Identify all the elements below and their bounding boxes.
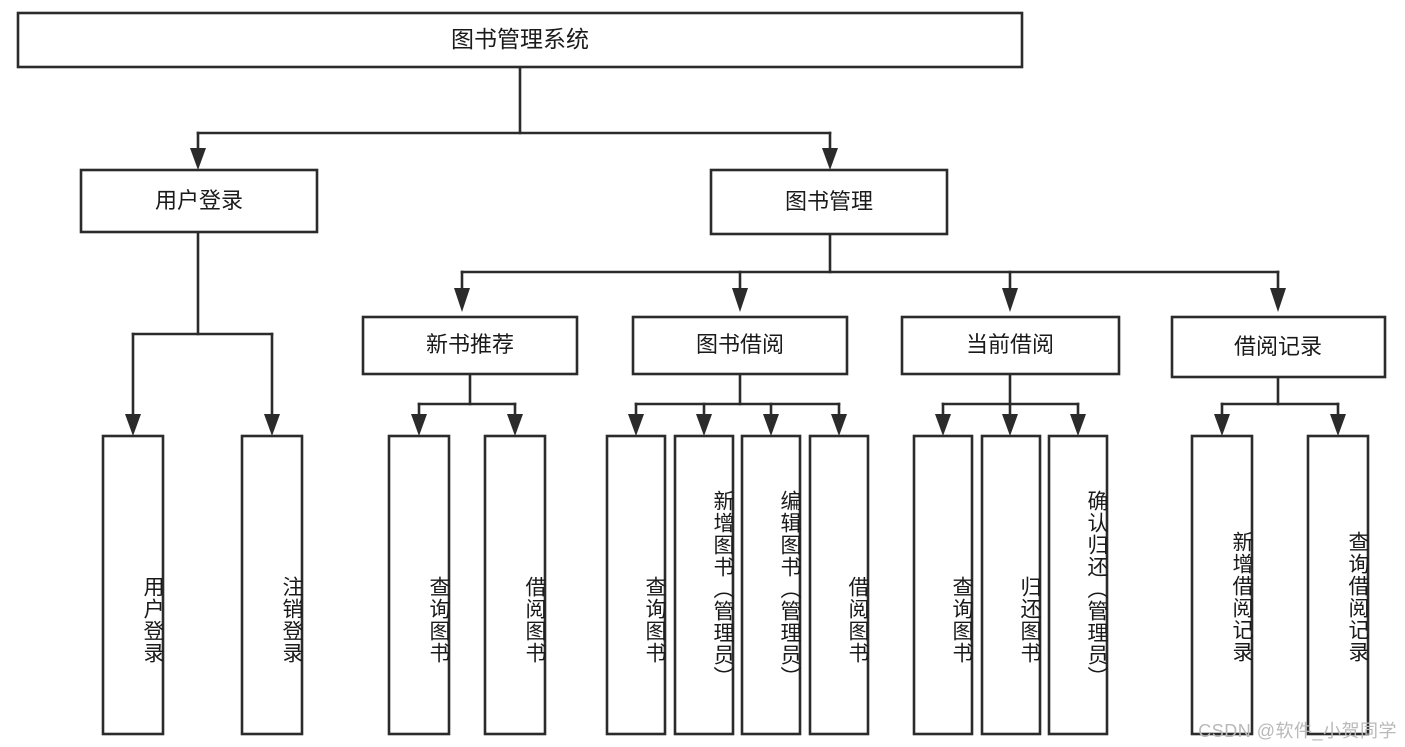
node-book-borrow[interactable]: 图书借阅 (631, 315, 849, 376)
leaf-box-nbr-2[interactable] (483, 434, 547, 736)
node-root[interactable]: 图书管理系统 (16, 11, 1024, 69)
node-user-login[interactable]: 用户登录 (79, 168, 319, 234)
connector-group-borrow-record (1214, 375, 1346, 436)
arrow-head-leaf-br-2 (1330, 414, 1346, 436)
arrow-head-new-book-recommend (454, 288, 470, 312)
node-book-management-box[interactable] (709, 168, 949, 236)
node-current-borrow-label: 当前借阅 (966, 332, 1054, 357)
arrow-head-leaf-bb-3 (763, 414, 779, 436)
leaf-box-bb-4[interactable] (808, 434, 870, 736)
node-root-label: 图书管理系统 (451, 26, 589, 52)
connector-group-book-borrow (628, 372, 847, 436)
arrow-head-user-login (190, 148, 206, 170)
arrow-head-leaf-bb-2 (696, 414, 712, 436)
node-book-borrow-label: 图书借阅 (696, 332, 784, 357)
node-user-login-box[interactable] (79, 168, 319, 234)
node-book-management[interactable]: 图书管理 (709, 168, 949, 236)
leaf-boxes-user-login (101, 434, 304, 736)
leaf-box-bb-1[interactable] (605, 434, 667, 736)
leaf-box-user-login-2[interactable] (240, 434, 304, 736)
arrow-head-borrow-record (1270, 288, 1286, 312)
node-borrow-record-box[interactable] (1170, 315, 1387, 379)
arrow-head-book-mgmt (822, 148, 838, 170)
node-current-borrow[interactable]: 当前借阅 (900, 315, 1121, 376)
node-user-login-label: 用户登录 (155, 188, 243, 213)
arrow-head-leaf-cb-2 (1002, 414, 1018, 436)
leaf-box-cb-2[interactable] (980, 434, 1042, 736)
leaf-boxes-new-book-recommend (387, 434, 547, 736)
leaf-box-user-login-1[interactable] (101, 434, 165, 736)
connector-group-new-book-recommend (411, 372, 523, 436)
node-current-borrow-box[interactable] (900, 315, 1121, 376)
leaf-boxes-current-borrow (912, 434, 1109, 736)
node-book-borrow-box[interactable] (631, 315, 849, 376)
leaf-box-cb-3[interactable] (1047, 434, 1109, 736)
arrow-head-leaf-user-login-1 (125, 414, 141, 436)
csdn-watermark: CSDN @软件_小贺同学 (1198, 721, 1397, 741)
arrow-head-book-borrow (732, 288, 748, 312)
node-new-book-recommend[interactable]: 新书推荐 (361, 315, 579, 376)
node-new-book-recommend-box[interactable] (361, 315, 579, 376)
connector-group-user-login (125, 230, 280, 436)
leaf-box-cb-1[interactable] (912, 434, 974, 736)
leaf-box-bb-3[interactable] (740, 434, 802, 736)
arrow-head-leaf-cb-1 (935, 414, 951, 436)
arrow-head-leaf-bb-1 (628, 414, 644, 436)
leaf-box-bb-2[interactable] (673, 434, 735, 736)
node-borrow-record-label: 借阅记录 (1234, 334, 1322, 359)
arrow-head-leaf-nbr-1 (411, 414, 427, 436)
connector-group-current-borrow (935, 372, 1086, 436)
node-new-book-recommend-label: 新书推荐 (426, 332, 514, 357)
leaf-box-br-1[interactable] (1190, 434, 1254, 736)
arrow-head-leaf-user-login-2 (264, 414, 280, 436)
node-borrow-record[interactable]: 借阅记录 (1170, 315, 1387, 379)
arrow-head-leaf-nbr-2 (507, 414, 523, 436)
arrow-head-leaf-bb-4 (831, 414, 847, 436)
connector-group-book-mgmt (454, 232, 1286, 312)
connector-group-root (190, 65, 838, 170)
arrow-head-leaf-cb-3 (1070, 414, 1086, 436)
leaf-boxes-book-borrow (605, 434, 870, 736)
node-book-management-label: 图书管理 (785, 189, 873, 214)
leaf-boxes-borrow-record (1190, 434, 1370, 736)
arrow-head-leaf-br-1 (1214, 414, 1230, 436)
leaf-box-br-2[interactable] (1306, 434, 1370, 736)
arrow-head-current-borrow (1002, 288, 1018, 312)
node-root-box[interactable] (16, 11, 1024, 69)
leaf-box-nbr-1[interactable] (387, 434, 451, 736)
